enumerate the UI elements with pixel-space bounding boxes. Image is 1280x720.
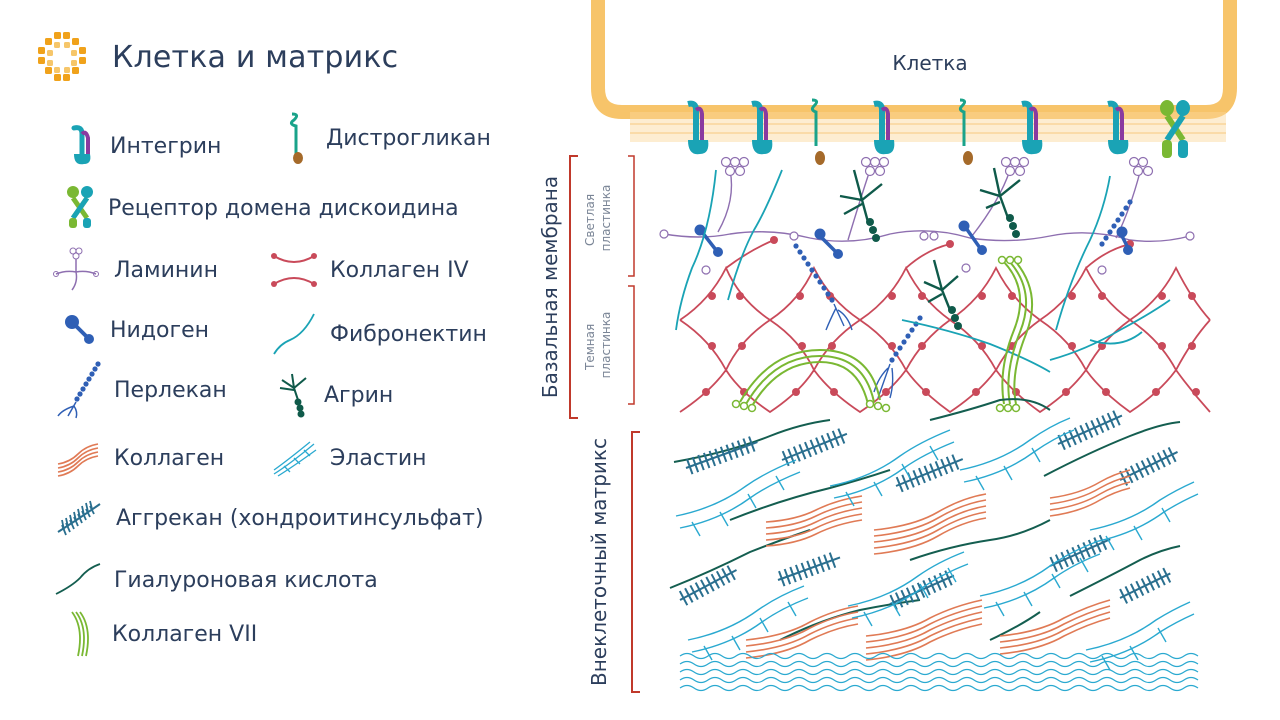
collagen-bundles: [746, 470, 1130, 660]
legend-label: Коллаген VII: [112, 622, 257, 647]
legend-label: Перлекан: [114, 378, 227, 403]
agrin-molecules: [840, 168, 1020, 330]
legend-item-collagen: Коллаген: [54, 438, 224, 478]
legend-label: Аггрекан (хондроитинсульфат): [116, 506, 484, 531]
legend-item-elastin: Эластин: [270, 436, 427, 480]
extracellular-matrix-bracket: [632, 432, 640, 692]
perlecan-icon: [54, 360, 102, 420]
legend-label: Коллаген: [114, 446, 224, 471]
elastin-icon: [270, 436, 318, 480]
legend-item-perlecan: Перлекан: [54, 360, 227, 420]
legend-item-hyaluronic-acid: Гиалуроновая кислота: [54, 560, 378, 600]
logo: [34, 30, 90, 86]
legend-item-agrin: Агрин: [276, 370, 393, 420]
basement-membrane-bracket: [570, 156, 578, 418]
aggrecan-icon: [54, 498, 104, 538]
legend-item-nidogen: Нидоген: [62, 312, 209, 348]
hyaluronic-acid-strands: [670, 399, 1180, 640]
lamina-densa-label: Темная пластинка: [583, 312, 613, 379]
laminin-heads: [660, 158, 1194, 275]
integrin-icon: [62, 124, 98, 168]
hyaluronic-acid-icon: [54, 560, 102, 600]
legend-label: Фибронектин: [330, 322, 487, 347]
legend-label: Нидоген: [110, 318, 209, 343]
legend-label: Дистрогликан: [326, 126, 491, 151]
legend-label: Ламинин: [114, 258, 218, 283]
legend-item-fibronectin: Фибронектин: [270, 310, 487, 358]
legend-label: Коллаген IV: [330, 258, 469, 283]
nidogen-molecules: [695, 221, 1134, 260]
lamina-densa-bracket: [628, 286, 634, 404]
legend-item-collagen-iv: Коллаген IV: [270, 250, 469, 290]
fibronectin-icon: [270, 310, 318, 358]
legend-item-discoidin-receptor: Рецептор домена дискоидина: [64, 184, 459, 232]
discoidin-receptor-icon: [64, 184, 96, 232]
collagen-vii-fibers: [740, 262, 1032, 406]
legend-label: Рецептор домена дискоидина: [108, 196, 459, 221]
nidogen-icon: [62, 312, 98, 348]
legend-item-collagen-vii: Коллаген VII: [64, 608, 257, 660]
legend-item-aggrecan: Аггрекан (хондроитинсульфат): [54, 498, 484, 538]
legend-item-laminin: Ламинин: [52, 246, 218, 294]
laminin-icon: [52, 246, 102, 294]
dystroglycan-icon: [278, 110, 314, 166]
lamina-lucida-bracket: [628, 156, 634, 276]
basement-membrane-label: Базальная мембрана: [538, 176, 562, 398]
legend-label: Эластин: [330, 446, 427, 471]
legend-item-dystroglycan: Дистрогликан: [278, 110, 491, 166]
cell-surface-zone: [630, 112, 1226, 142]
cell-matrix-diagram: Клетка Базальная мембрана Светлая пласти…: [530, 0, 1250, 720]
collagen-iv-icon: [270, 250, 318, 290]
legend-label: Интегрин: [110, 134, 221, 159]
legend-item-integrin: Интегрин: [62, 124, 221, 168]
legend-label: Агрин: [324, 383, 393, 408]
lamina-lucida-label: Светлая пластинка: [583, 185, 613, 252]
extracellular-matrix-label: Внеклеточный матрикс: [587, 438, 611, 686]
collagen-vii-icon: [64, 608, 100, 660]
collagen-icon: [54, 438, 102, 478]
page-title: Клетка и матрикс: [112, 40, 398, 75]
fibronectin-fibers: [676, 170, 1170, 372]
elastin-wave-layer: [680, 654, 1198, 691]
cell-label: Клетка: [892, 51, 967, 75]
legend-label: Гиалуроновая кислота: [114, 568, 378, 593]
agrin-icon: [276, 370, 312, 420]
